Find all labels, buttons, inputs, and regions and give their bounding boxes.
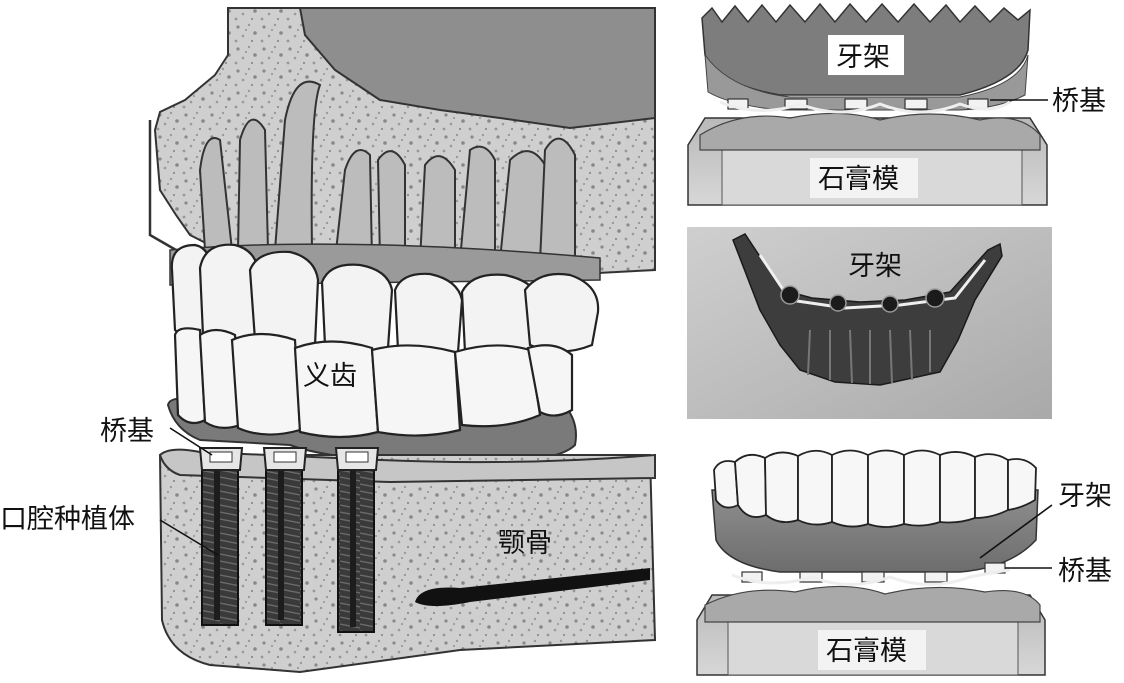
left-panel: 义齿 桥基 口腔种植体 颚骨 bbox=[0, 8, 655, 672]
implants bbox=[200, 448, 378, 632]
label-plaster-bottom: 石膏模 bbox=[826, 636, 907, 667]
label-implant: 口腔种植体 bbox=[0, 504, 135, 535]
implant-1 bbox=[200, 448, 242, 625]
label-abutment-top: 桥基 bbox=[1052, 86, 1106, 117]
label-framework-top: 牙架 bbox=[836, 42, 890, 73]
bottom-right-panel: 牙架 桥基 石膏模 bbox=[697, 451, 1112, 676]
label-framework-middle: 牙架 bbox=[848, 251, 902, 282]
implant-2 bbox=[264, 448, 306, 625]
label-abutment-left: 桥基 bbox=[100, 416, 154, 447]
label-abutment-bottom: 桥基 bbox=[1058, 556, 1112, 587]
top-right-panel: 牙架 桥基 石膏模 bbox=[688, 4, 1106, 205]
label-framework-bottom: 牙架 bbox=[1058, 481, 1112, 512]
label-denture: 义齿 bbox=[303, 361, 357, 392]
label-plaster-top: 石膏模 bbox=[818, 164, 899, 195]
middle-right-panel: 牙架 bbox=[687, 227, 1052, 419]
denture-teeth-bottom bbox=[714, 451, 1036, 528]
implant-3 bbox=[336, 448, 378, 632]
label-jawbone: 颚骨 bbox=[498, 528, 552, 559]
